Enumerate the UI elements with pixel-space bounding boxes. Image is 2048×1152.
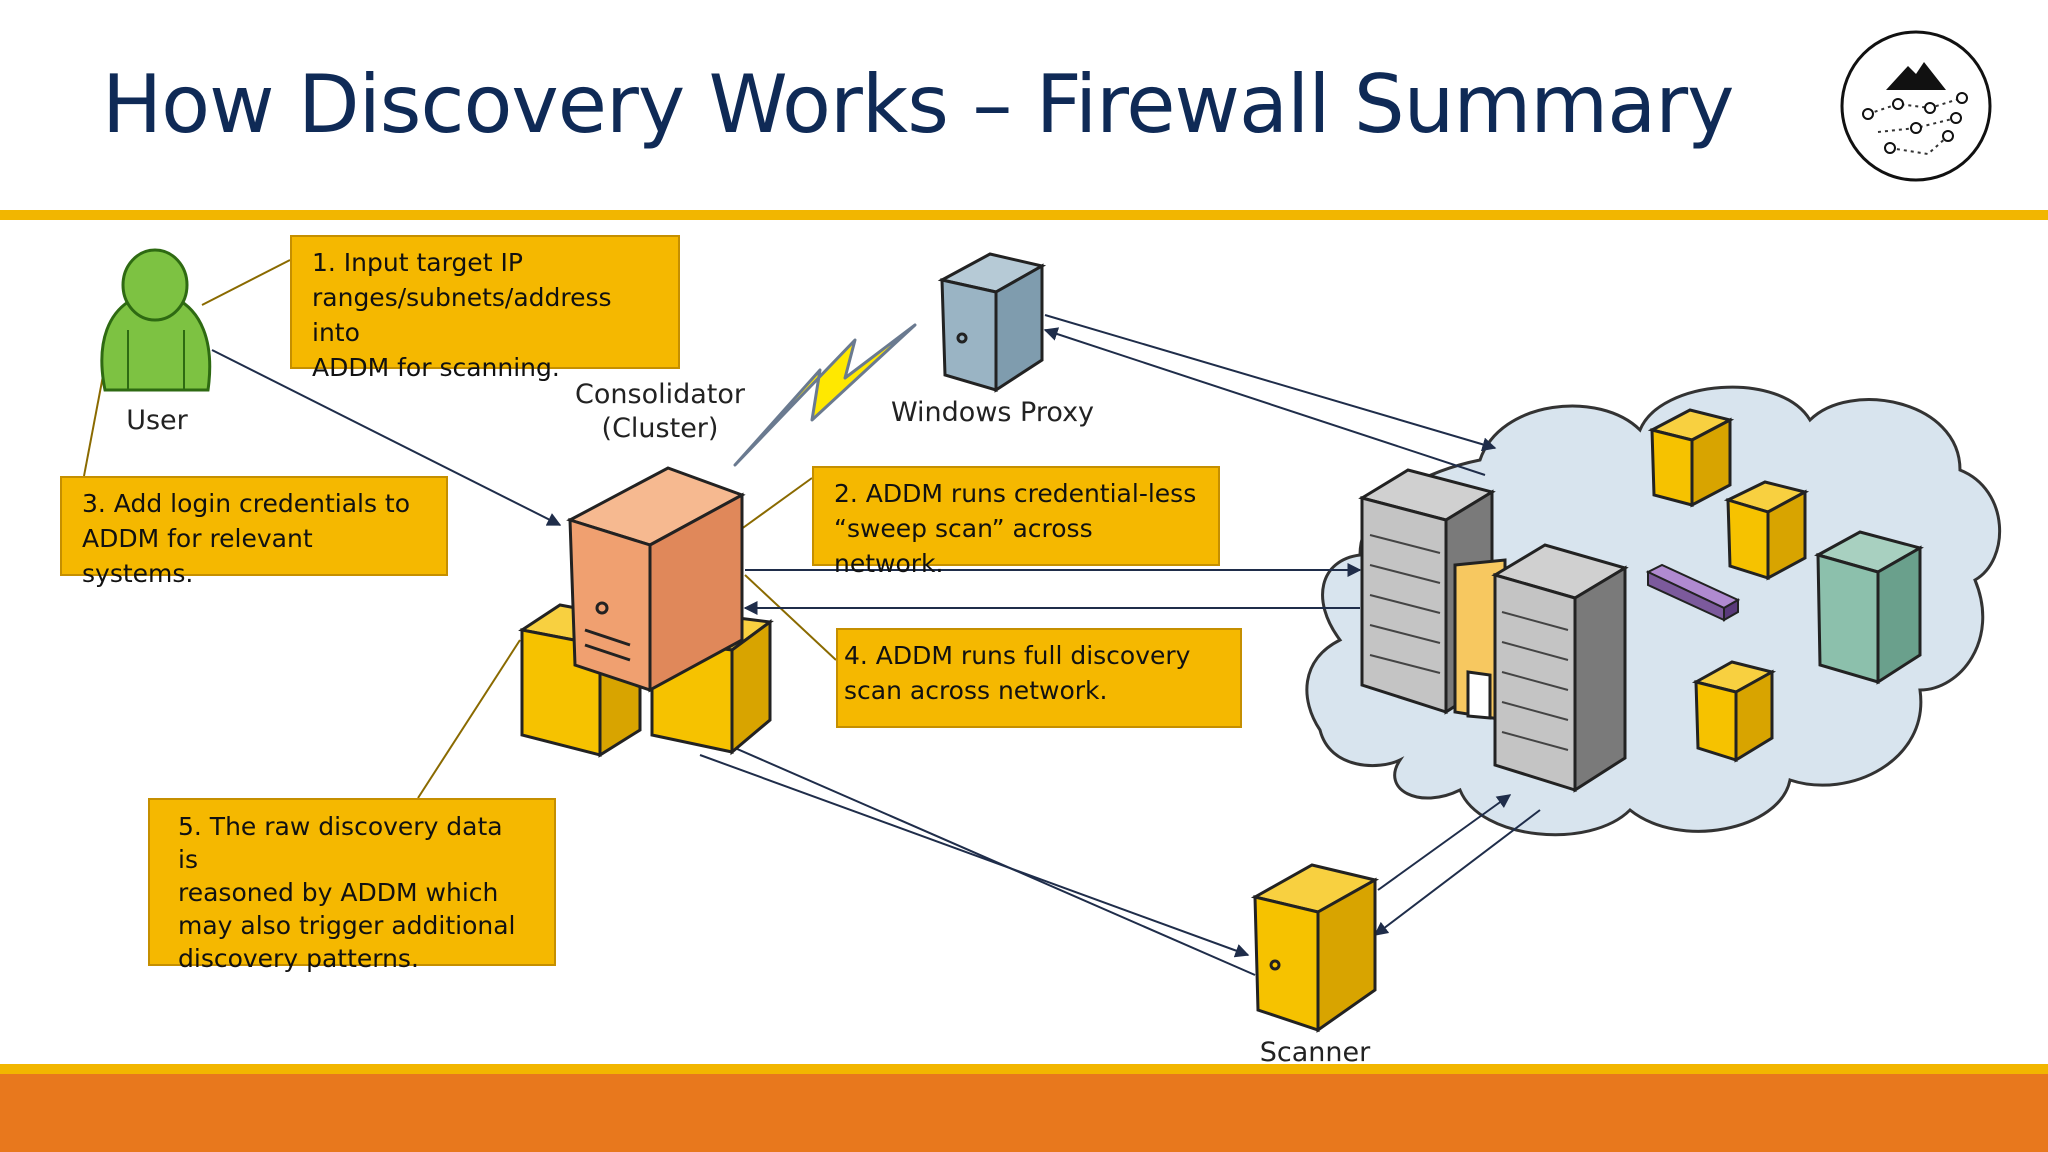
server-icon: [1814, 530, 1924, 685]
scanner-label: Scanner: [1259, 1037, 1371, 1068]
rack-server-icon: [1491, 543, 1629, 793]
title-underline: [0, 210, 2048, 220]
footer-accent-line: [0, 1064, 2048, 1074]
server-icon: [1723, 480, 1810, 581]
consolidator-label: Consolidator (Cluster): [575, 379, 745, 444]
server-icon: [937, 252, 1047, 393]
footer-bar: [0, 1074, 2048, 1152]
windows-proxy-label: Windows Proxy: [890, 397, 1095, 428]
callout-step-1: 1. Input target IP ranges/subnets/addres…: [290, 235, 680, 382]
logo-icon: [1840, 30, 1992, 182]
server-icon: [1453, 558, 1507, 722]
network-switch-icon: [1645, 563, 1741, 622]
server-icon: [1250, 863, 1380, 1033]
lightning-icon: [733, 323, 917, 467]
server-icon: [1647, 408, 1735, 508]
user-label: User: [126, 405, 188, 436]
server-icon: [566, 466, 746, 693]
server-icon: [1691, 660, 1777, 763]
callout-step-4: 4. ADDM runs full discovery scan across …: [836, 628, 1242, 728]
callout-step-3: 3. Add login credentials to ADDM for rel…: [60, 476, 448, 588]
callout-step-2: 2. ADDM runs credential-less “sweep scan…: [812, 466, 1220, 578]
user-icon: [100, 248, 212, 392]
callout-step-5: 5. The raw discovery data is reasoned by…: [148, 798, 556, 973]
page-title: How Discovery Works – Firewall Summary: [102, 58, 1734, 151]
